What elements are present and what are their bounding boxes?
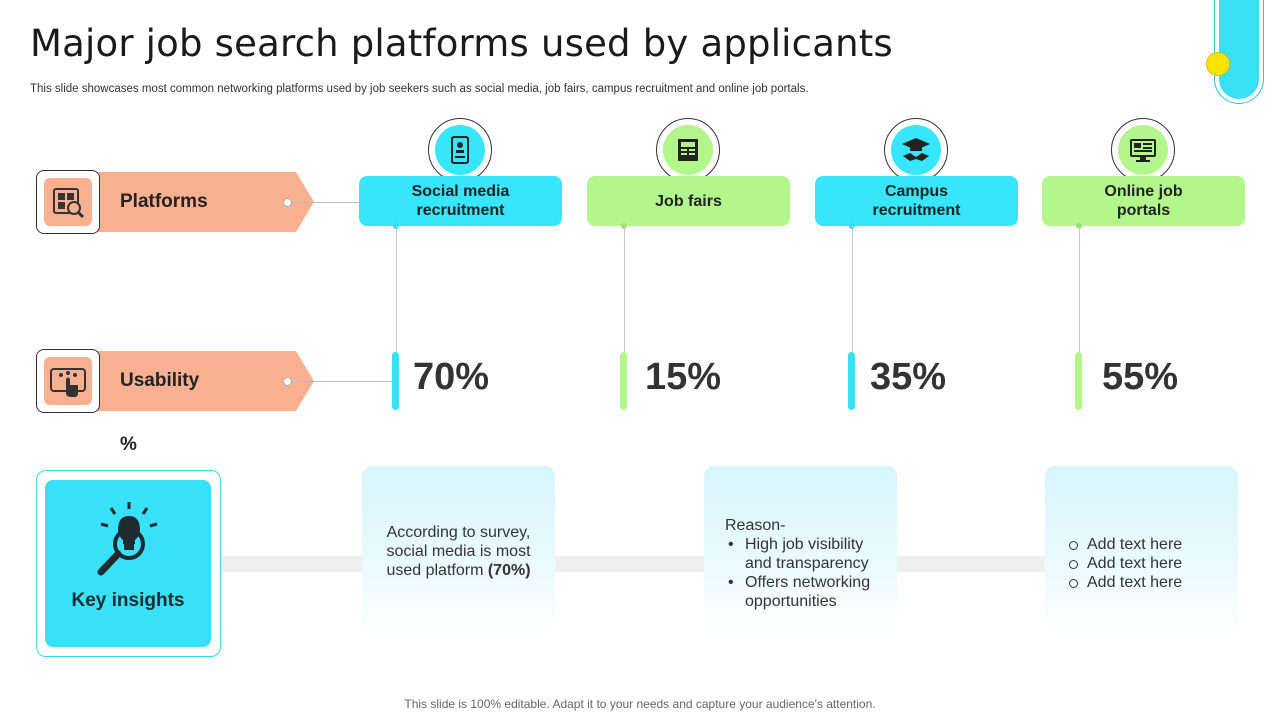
- usability-bar: [620, 352, 627, 410]
- thermometer-bulb: [1206, 52, 1230, 76]
- usability-bar: [392, 352, 399, 410]
- lightbulb-magnifier-icon: [97, 502, 158, 576]
- job-newspaper-icon: [656, 118, 720, 182]
- connector-dot: [283, 377, 292, 386]
- vertical-connector: [396, 226, 397, 354]
- slide-footer: This slide is 100% editable. Adapt it to…: [404, 697, 876, 711]
- usability-value: 70%: [413, 356, 490, 398]
- platform-name: Job fairs: [655, 192, 722, 210]
- touch-screen-icon: [36, 349, 100, 413]
- insight-highlight: (70%): [487, 561, 531, 579]
- usability-value: 55%: [1102, 356, 1179, 398]
- placeholder-list: Add text here Add text here Add text her…: [1065, 535, 1182, 592]
- usability-label: Usability %: [120, 370, 200, 455]
- usability-value: 15%: [645, 356, 722, 398]
- online-portal-icon: [1111, 118, 1175, 182]
- graduation-handshake-icon: [884, 118, 948, 182]
- key-insights-box: Key insights: [36, 470, 221, 657]
- platform-social-media: Social media recruitment: [359, 176, 562, 226]
- placeholder-item: Add text here: [1065, 554, 1182, 573]
- reason-list: High job visibility and transparency Off…: [725, 535, 885, 611]
- insight-card-placeholder: Add text here Add text here Add text her…: [1045, 466, 1238, 636]
- usability-value: 35%: [870, 356, 947, 398]
- mobile-profile-icon: [428, 118, 492, 182]
- platform-name: Social media recruitment: [411, 183, 510, 219]
- platform-online-job-portals: Online job portals: [1042, 176, 1245, 226]
- platforms-connector: [287, 202, 359, 203]
- thermometer-decoration: [1214, 0, 1264, 104]
- reason-heading: Reason-: [725, 517, 786, 534]
- insight-text: According to survey, social media is mos…: [386, 523, 531, 579]
- platform-job-fairs: Job fairs: [587, 176, 790, 226]
- insight-card-survey: According to survey, social media is mos…: [362, 466, 555, 636]
- placeholder-item: Add text here: [1065, 535, 1182, 554]
- slide-title: Major job search platforms used by appli…: [30, 22, 893, 65]
- usability-connector: [287, 381, 392, 382]
- vertical-connector: [1079, 226, 1080, 354]
- insights-band: [220, 556, 1050, 572]
- job-search-icon: [36, 170, 100, 234]
- platform-name: Online job portals: [1104, 183, 1183, 219]
- slide-subtitle: This slide showcases most common network…: [30, 83, 809, 95]
- platform-name: Campus recruitment: [872, 183, 961, 219]
- placeholder-item: Add text here: [1065, 573, 1182, 592]
- vertical-connector: [852, 226, 853, 354]
- reason-item: Offers networking opportunities: [725, 573, 885, 611]
- usability-bar: [848, 352, 855, 410]
- key-insights-label: Key insights: [71, 590, 185, 611]
- vertical-connector: [624, 226, 625, 354]
- reason-item: High job visibility and transparency: [725, 535, 885, 573]
- usability-bar: [1075, 352, 1082, 410]
- platform-campus-recruitment: Campus recruitment: [815, 176, 1018, 226]
- connector-dot: [283, 198, 292, 207]
- platforms-label: Platforms: [120, 191, 208, 212]
- insight-card-reason: Reason- High job visibility and transpar…: [704, 466, 897, 636]
